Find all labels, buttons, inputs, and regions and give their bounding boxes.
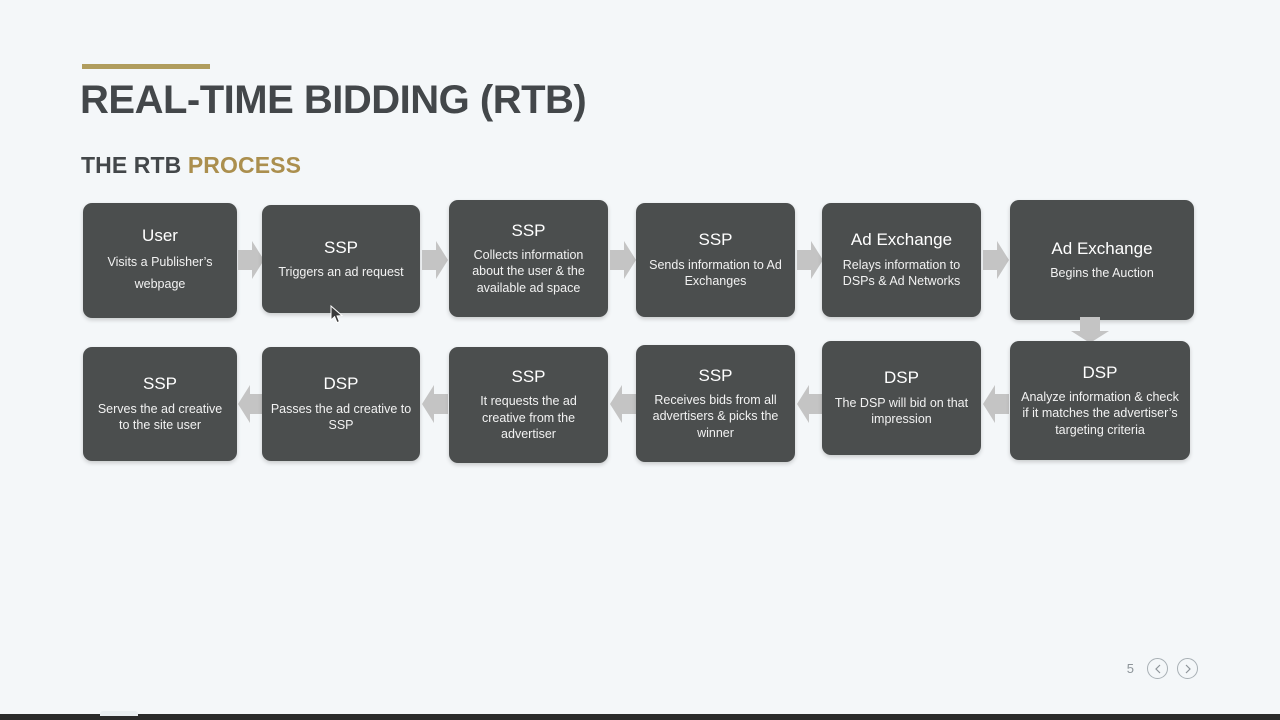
- flow-arrow-left-1: [238, 382, 264, 426]
- slide-pager: 5: [1127, 658, 1198, 679]
- flow-arrow-left-2: [422, 382, 448, 426]
- page-subtitle: THE RTB PROCESS: [81, 152, 301, 179]
- flow-arrow-left-3: [610, 382, 636, 426]
- flow-node-row1-5[interactable]: Ad Exchange Relays information to DSPs &…: [822, 203, 981, 317]
- flow-node-row1-4[interactable]: SSP Sends information to Ad Exchanges: [636, 203, 795, 317]
- flow-node-row1-1[interactable]: User Visits a Publisher’s webpage: [83, 203, 237, 318]
- bottom-chrome-strip: [0, 714, 1280, 720]
- flow-arrow-right-4: [797, 238, 823, 282]
- flow-node-desc: Analyze information & check if it matche…: [1021, 389, 1179, 437]
- flow-node-title: SSP: [142, 374, 178, 394]
- flow-node-desc: Begins the Auction: [1050, 265, 1154, 280]
- flow-node-row2-4[interactable]: SSP Receives bids from all advertisers &…: [636, 345, 795, 462]
- flow-node-title: Ad Exchange: [850, 230, 953, 250]
- flow-node-title: DSP: [884, 368, 919, 388]
- flow-node-row2-2[interactable]: DSP Passes the ad creative to SSP: [262, 347, 420, 461]
- flow-node-row1-3[interactable]: SSP Collects information about the user …: [449, 200, 608, 317]
- flow-node-desc: The DSP will bid on that impression: [834, 395, 969, 427]
- flow-node-row2-6[interactable]: DSP Analyze information & check if it ma…: [1010, 341, 1190, 460]
- page-number: 5: [1126, 661, 1134, 676]
- flow-arrow-left-4: [797, 382, 823, 426]
- flow-node-row2-3[interactable]: SSP It requests the ad creative from the…: [449, 347, 608, 463]
- flow-arrow-right-1: [238, 238, 264, 282]
- flow-node-desc: It requests the ad creative from the adv…: [480, 394, 577, 442]
- flow-node-title: SSP: [698, 230, 733, 250]
- flow-node-desc: Serves the ad creative to the site user: [97, 401, 223, 433]
- flow-node-title: Ad Exchange: [1051, 238, 1153, 258]
- flow-arrow-down: [1068, 317, 1112, 343]
- flow-arrow-left-5: [983, 382, 1009, 426]
- flow-node-desc: Receives bids from all advertisers & pic…: [652, 392, 779, 440]
- bottom-chrome-tab[interactable]: [100, 711, 138, 716]
- flow-node-desc: Collects information about the user & th…: [472, 247, 585, 295]
- flow-node-title: SSP: [698, 365, 733, 385]
- next-slide-button[interactable]: [1177, 658, 1198, 679]
- flow-node-desc: Passes the ad creative to SSP: [270, 401, 412, 433]
- flow-node-title: User: [142, 225, 178, 245]
- chevron-right-icon: [1185, 664, 1191, 673]
- page-subtitle-plain: THE RTB: [81, 152, 188, 178]
- flow-node-title: SSP: [323, 237, 359, 257]
- prev-slide-button[interactable]: [1147, 658, 1168, 679]
- flow-arrow-right-3: [610, 238, 636, 282]
- flow-node-title: SSP: [511, 220, 546, 240]
- flow-node-desc: Visits a Publisher’s webpage: [107, 255, 213, 291]
- flow-node-title: SSP: [511, 367, 546, 387]
- page-title: REAL-TIME BIDDING (RTB): [80, 78, 587, 122]
- flow-arrow-right-2: [422, 238, 448, 282]
- flow-node-title: DSP: [1082, 362, 1118, 382]
- flow-node-desc: Triggers an ad request: [278, 264, 404, 279]
- chevron-left-icon: [1154, 664, 1160, 673]
- flow-node-row1-6[interactable]: Ad Exchange Begins the Auction: [1010, 200, 1194, 320]
- page-subtitle-accent: PROCESS: [187, 152, 302, 178]
- flow-node-desc: Relays information to DSPs & Ad Networks: [842, 257, 961, 289]
- flow-node-row2-5[interactable]: DSP The DSP will bid on that impression: [822, 341, 981, 455]
- title-accent-rule: [82, 64, 210, 69]
- flow-node-title: DSP: [323, 374, 359, 394]
- flow-arrow-right-5: [983, 238, 1009, 282]
- flow-node-row2-1[interactable]: SSP Serves the ad creative to the site u…: [83, 347, 237, 461]
- flow-node-row1-2[interactable]: SSP Triggers an ad request: [262, 205, 420, 313]
- flow-node-desc: Sends information to Ad Exchanges: [649, 257, 782, 289]
